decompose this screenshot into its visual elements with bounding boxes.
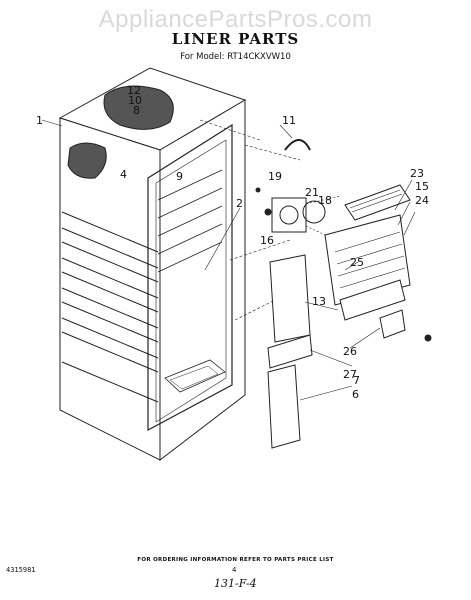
callout-2: 2: [236, 197, 243, 210]
part-6-duct: [267, 364, 301, 449]
callout-1: 1: [36, 114, 43, 127]
motor-assembly: [255, 187, 341, 241]
page-title: LINER PARTS: [171, 30, 300, 48]
callout-10: 10: [128, 94, 142, 107]
callout-12: 12: [127, 84, 141, 97]
part-26-bracket: [379, 309, 406, 339]
page-number: 4: [232, 566, 237, 574]
ordering-note: FOR ORDERING INFORMATION REFER TO PARTS …: [137, 557, 334, 563]
part-13-panel: [269, 254, 311, 343]
part-11-tube: [284, 139, 311, 151]
liner-cabinet: [58, 67, 301, 462]
callout-9: 9: [176, 170, 183, 183]
part-7-shroud: [267, 334, 313, 369]
callout-21: 21: [305, 186, 319, 199]
callout-7: 7: [353, 374, 360, 387]
callout-8: 8: [133, 104, 140, 117]
callout-27: 27: [343, 368, 357, 381]
handwritten-note: 131-F-4: [214, 577, 257, 590]
model-line: For Model: RT14CKXVW10: [180, 52, 291, 62]
callout-6: 6: [352, 388, 359, 401]
callout-15: 15: [415, 180, 429, 193]
evaporator-cover: [324, 184, 411, 321]
callout-labels: 1 2 4 6 7 8 9 10 11 12 13 15 16 18 19 21…: [36, 84, 429, 401]
callout-16: 16: [260, 234, 274, 247]
callout-26: 26: [343, 345, 357, 358]
callout-24: 24: [415, 194, 429, 207]
callout-19: 19: [268, 170, 282, 183]
callout-18: 18: [318, 194, 332, 207]
part-number: 4315981: [6, 566, 36, 574]
callout-11: 11: [282, 114, 296, 127]
callout-13: 13: [312, 295, 326, 308]
callout-23: 23: [410, 167, 424, 180]
watermark: AppliancePartsPros.com: [98, 6, 373, 33]
callout-4: 4: [120, 168, 127, 181]
callout-25: 25: [350, 256, 364, 269]
